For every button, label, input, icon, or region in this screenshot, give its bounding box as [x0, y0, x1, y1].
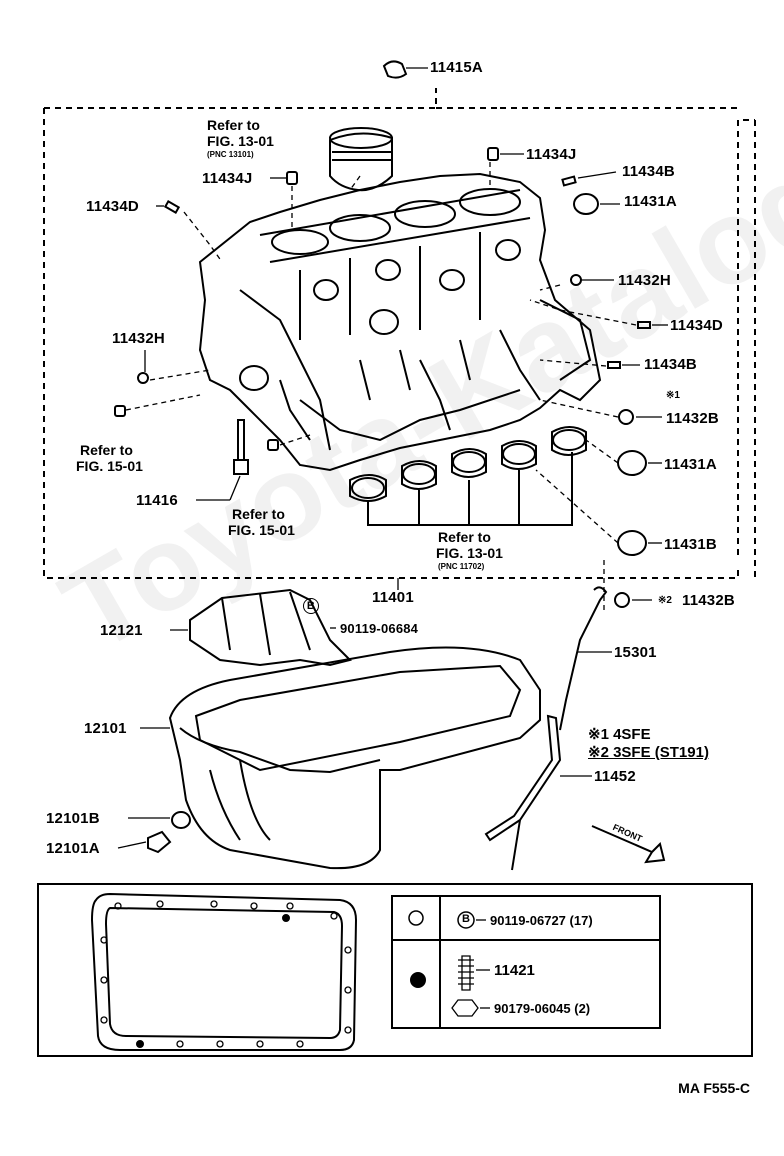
part-11434J-left-shape — [286, 171, 298, 185]
mark-1-top: ※1 — [666, 390, 680, 401]
bearings — [349, 426, 587, 502]
bearing-ref-line2: FIG. 13-01 — [436, 545, 503, 561]
legend-row2-part-a: 11421 — [494, 962, 535, 979]
part-11431A-top-shape — [573, 193, 599, 215]
label-11431B: 11431B — [664, 536, 717, 553]
mark-2-bottom: ※2 — [658, 595, 672, 606]
fig15-left-line2: FIG. 15-01 — [76, 458, 143, 474]
label-12121: 12121 — [100, 622, 143, 639]
part-11434B-right-shape — [607, 361, 621, 369]
front-arrow — [591, 825, 666, 864]
part-left-pin-shape — [114, 405, 126, 417]
legend-b-symbol: B — [462, 913, 470, 925]
bore-3 — [394, 200, 456, 228]
note-4sfe: ※1 4SFE — [588, 726, 651, 743]
label-11431A-top: 11431A — [624, 193, 677, 210]
label-11432B-top: 11432B — [666, 410, 719, 427]
part-12101A-shape — [147, 830, 172, 854]
label-11432H-left: 11432H — [112, 330, 165, 347]
label-11401: 11401 — [372, 589, 414, 606]
fig15-left-line1: Refer to — [80, 442, 133, 458]
part-11431B-shape — [617, 530, 647, 556]
nut-symbol — [451, 999, 479, 1017]
piston-ref-line2: FIG. 13-01 — [207, 133, 274, 149]
b-symbol-circle — [457, 911, 475, 929]
label-11434B-right: 11434B — [644, 356, 697, 373]
legend-row2-part-b: 90179-06045 (2) — [494, 1001, 591, 1016]
part-11432H-left-shape — [137, 372, 149, 384]
oil-pan — [168, 646, 541, 870]
part-11434B-top-shape — [561, 175, 577, 187]
gasket-outline — [90, 892, 358, 1051]
group-frame — [43, 88, 756, 580]
open-circle-symbol — [408, 910, 424, 926]
label-11434D-right: 11434D — [670, 317, 723, 334]
part-11431A-mid-shape — [617, 450, 647, 476]
label-11452: 11452 — [594, 768, 636, 785]
drawing-code: MA F555-C — [678, 1080, 750, 1096]
label-11415A: 11415A — [430, 59, 483, 76]
piston — [329, 132, 393, 192]
label-90119-06684: 90119-06684 — [340, 621, 419, 636]
cylinder-block-outline — [198, 172, 602, 472]
part-11415A-shape — [382, 60, 408, 79]
bearing-ref-line1: Refer to — [438, 529, 491, 545]
fig15-mid-line2: FIG. 15-01 — [228, 522, 295, 538]
bearing-pnc: (PNC 11702) — [438, 562, 485, 571]
part-12101B-shape — [171, 811, 191, 829]
part-11432B-top-shape — [618, 409, 634, 425]
label-11416: 11416 — [136, 492, 178, 509]
legend-table — [391, 895, 661, 1029]
part-11434D-left-shape — [163, 200, 181, 214]
bore-1 — [271, 229, 329, 255]
label-11432H-right: 11432H — [618, 272, 671, 289]
note-3sfe: ※2 3SFE (ST191) — [588, 744, 709, 761]
label-11431A-mid: 11431A — [664, 456, 717, 473]
part-mid-pin-shape — [267, 439, 279, 451]
label-12101B: 12101B — [46, 810, 100, 827]
legend-row1-part: 90119-06727 (17) — [490, 913, 593, 928]
baffle-plate — [189, 588, 352, 667]
label-11434B-top: 11434B — [622, 163, 675, 180]
bore-4 — [459, 188, 521, 216]
bore-2 — [329, 214, 391, 242]
label-11434J-top: 11434J — [526, 146, 577, 163]
fig15-mid-line1: Refer to — [232, 506, 285, 522]
part-11434J-top-shape — [487, 147, 499, 161]
stud-symbol — [458, 955, 474, 991]
label-12101: 12101 — [84, 720, 127, 737]
label-11434J-left: 11434J — [202, 170, 253, 187]
part-11434D-right-shape — [637, 321, 651, 329]
label-15301: 15301 — [614, 644, 657, 661]
dipstick-guide — [484, 714, 562, 842]
piston-ref-line1: Refer to — [207, 117, 260, 133]
label-11434D-left: 11434D — [86, 198, 139, 215]
legend-frame — [37, 883, 753, 1057]
filled-circle-symbol — [410, 972, 426, 988]
bolt-b-badge: B — [303, 598, 319, 614]
part-11432H-right-shape — [570, 274, 582, 286]
part-11416-shape — [233, 419, 249, 475]
label-12101A: 12101A — [46, 840, 100, 857]
piston-pnc: (PNC 13101) — [207, 150, 254, 159]
label-11432B-bottom: 11432B — [682, 592, 735, 609]
part-11432B-bottom-shape — [614, 592, 630, 608]
dipstick — [559, 586, 608, 731]
